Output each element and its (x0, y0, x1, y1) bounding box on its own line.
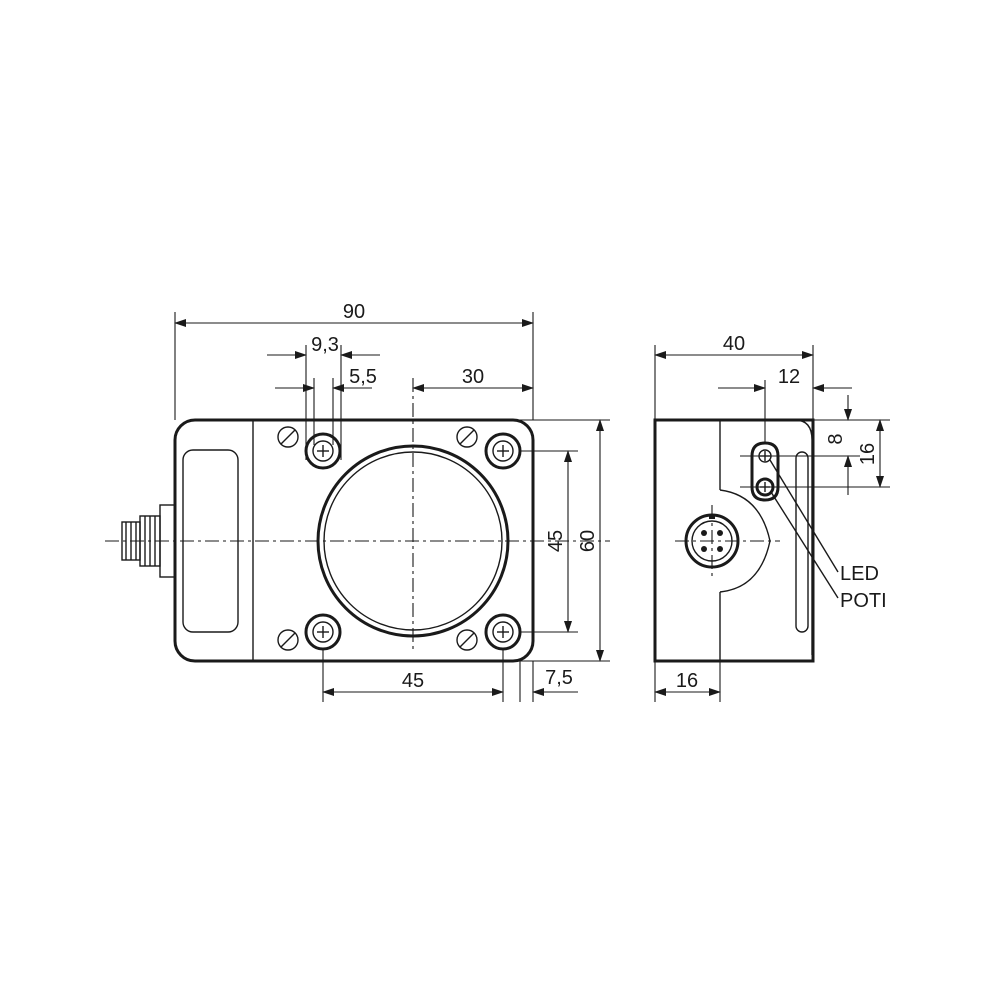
dim-poti-height: 16 (857, 419, 884, 488)
led-label: LED (840, 563, 879, 585)
mounting-hole-top-right (484, 432, 522, 470)
dim-led-offset: 12 (718, 366, 852, 443)
side-slot (795, 451, 809, 633)
dim-connector-depth: 16 (654, 661, 721, 702)
svg-text:16: 16 (857, 443, 879, 465)
svg-text:60: 60 (577, 530, 599, 552)
dim-depth: 40 (654, 333, 814, 420)
svg-text:8: 8 (825, 433, 847, 444)
mounting-hole-top-left (304, 432, 342, 470)
led-poti-housing (750, 441, 780, 502)
mounting-hole-bottom-right (484, 613, 522, 651)
front-view: 90 9,3 5,5 30 45 (105, 301, 610, 702)
dim-hole-spacing-vertical: 45 (520, 450, 578, 633)
svg-text:30: 30 (462, 366, 484, 388)
dim-hole-dia-inner: 5,5 (275, 366, 377, 445)
svg-text:7,5: 7,5 (545, 667, 573, 689)
svg-text:40: 40 (723, 333, 745, 355)
dim-led-height: 8 (825, 395, 852, 495)
svg-text:12: 12 (778, 366, 800, 388)
screw-bottom-right-icon (456, 629, 478, 651)
housing-outline (173, 418, 535, 663)
screw-top-left-icon (277, 426, 299, 448)
screw-bottom-left-icon (277, 629, 299, 651)
svg-text:45: 45 (402, 670, 424, 692)
poti-leader-line (770, 491, 839, 599)
dim-edge-offset: 7,5 (519, 661, 578, 702)
screw-top-right-icon (456, 426, 478, 448)
svg-text:90: 90 (343, 301, 365, 323)
poti-label: POTI (840, 590, 887, 612)
dim-hole-spacing-horizontal: 45 (322, 650, 504, 702)
dim-overall-width: 90 (174, 301, 534, 420)
dim-overall-height: 60 (510, 419, 610, 662)
side-view: LED POTI 40 12 8 16 (653, 333, 890, 702)
svg-text:45: 45 (545, 530, 567, 552)
mounting-hole-bottom-left (304, 613, 342, 651)
side-right-edge (794, 419, 813, 655)
side-housing-outline (653, 418, 815, 663)
svg-text:5,5: 5,5 (349, 366, 377, 388)
svg-text:9,3: 9,3 (311, 334, 339, 356)
dim-hole-dia: 9,3 (267, 334, 380, 460)
dim-center-to-edge: 30 (412, 366, 534, 392)
svg-text:16: 16 (676, 670, 698, 692)
led-leader-line (769, 459, 839, 573)
